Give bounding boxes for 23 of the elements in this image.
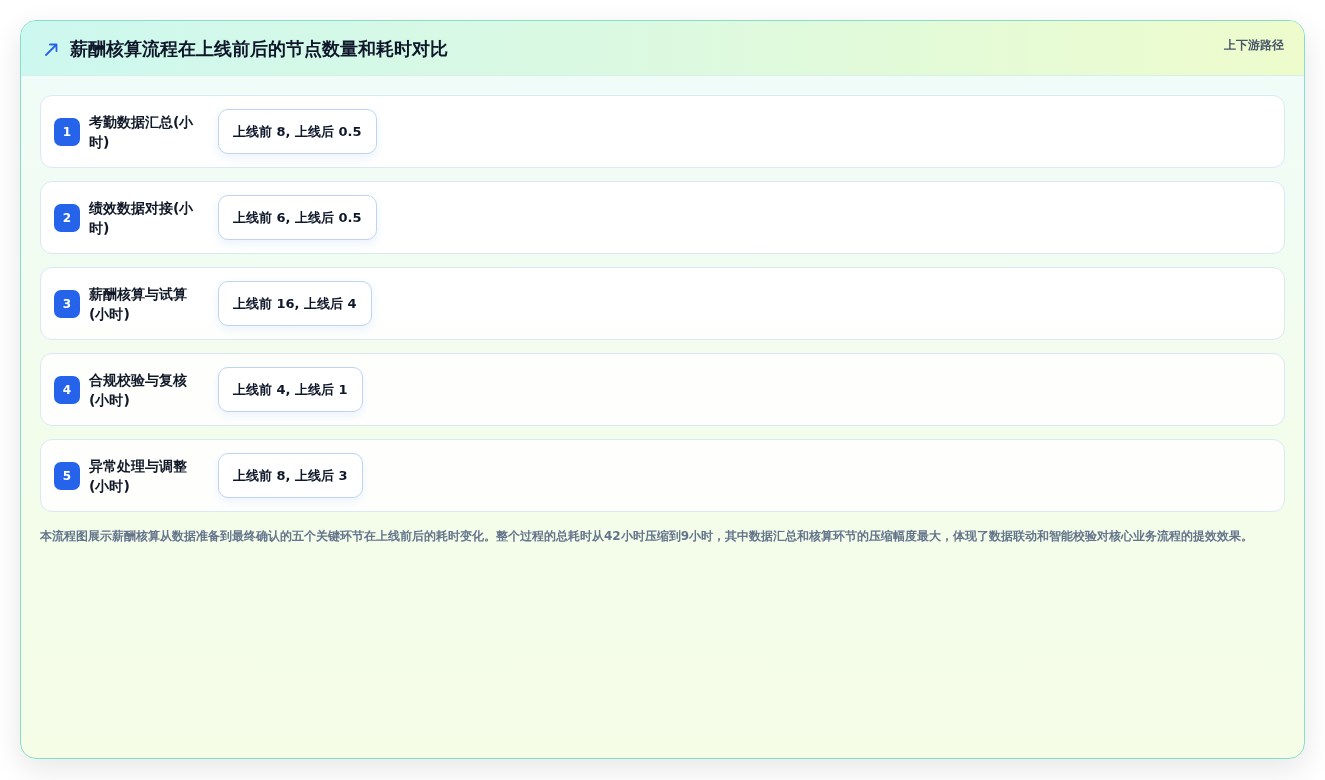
caption: 本流程图展示薪酬核算从数据准备到最终确认的五个关键环节在上线前后的耗时变化。整个过程的总耗时从42小时压缩到9小时，其中数据汇总和核算环节的压缩幅度最大，体现了数据联动和智能校验对核心业务流程的提效效果。 xyxy=(40,528,1255,545)
step-label: 薪酬核算与试算(小时) xyxy=(89,284,188,324)
number-badge: 1 xyxy=(54,117,80,146)
step-label: 合规校验与复核(小时) xyxy=(89,370,188,410)
step-card xyxy=(40,353,1285,426)
duration-box: 上线前 16, 上线后 4 xyxy=(218,281,372,326)
step-card xyxy=(40,181,1285,254)
title: 薪酬核算流程在上线前后的节点数量和耗时对比 xyxy=(70,37,448,61)
step-label: 考勤数据汇总(小时) xyxy=(89,112,195,152)
duration-box: 上线前 6, 上线后 0.5 xyxy=(218,195,377,240)
side-note: 上下游路径 xyxy=(1224,37,1284,54)
number-badge: 3 xyxy=(54,289,80,318)
duration-box: 上线前 4, 上线后 1 xyxy=(218,367,363,412)
step-card xyxy=(40,439,1285,512)
step-card xyxy=(40,95,1285,168)
step-card xyxy=(40,267,1285,340)
step-label: 异常处理与调整(小时) xyxy=(89,456,188,496)
duration-box: 上线前 8, 上线后 3 xyxy=(218,453,363,498)
duration-box: 上线前 8, 上线后 0.5 xyxy=(218,109,377,154)
number-badge: 5 xyxy=(54,461,80,490)
number-badge: 2 xyxy=(54,203,80,232)
step-label: 绩效数据对接(小时) xyxy=(89,198,195,238)
number-badge: 4 xyxy=(54,375,80,404)
